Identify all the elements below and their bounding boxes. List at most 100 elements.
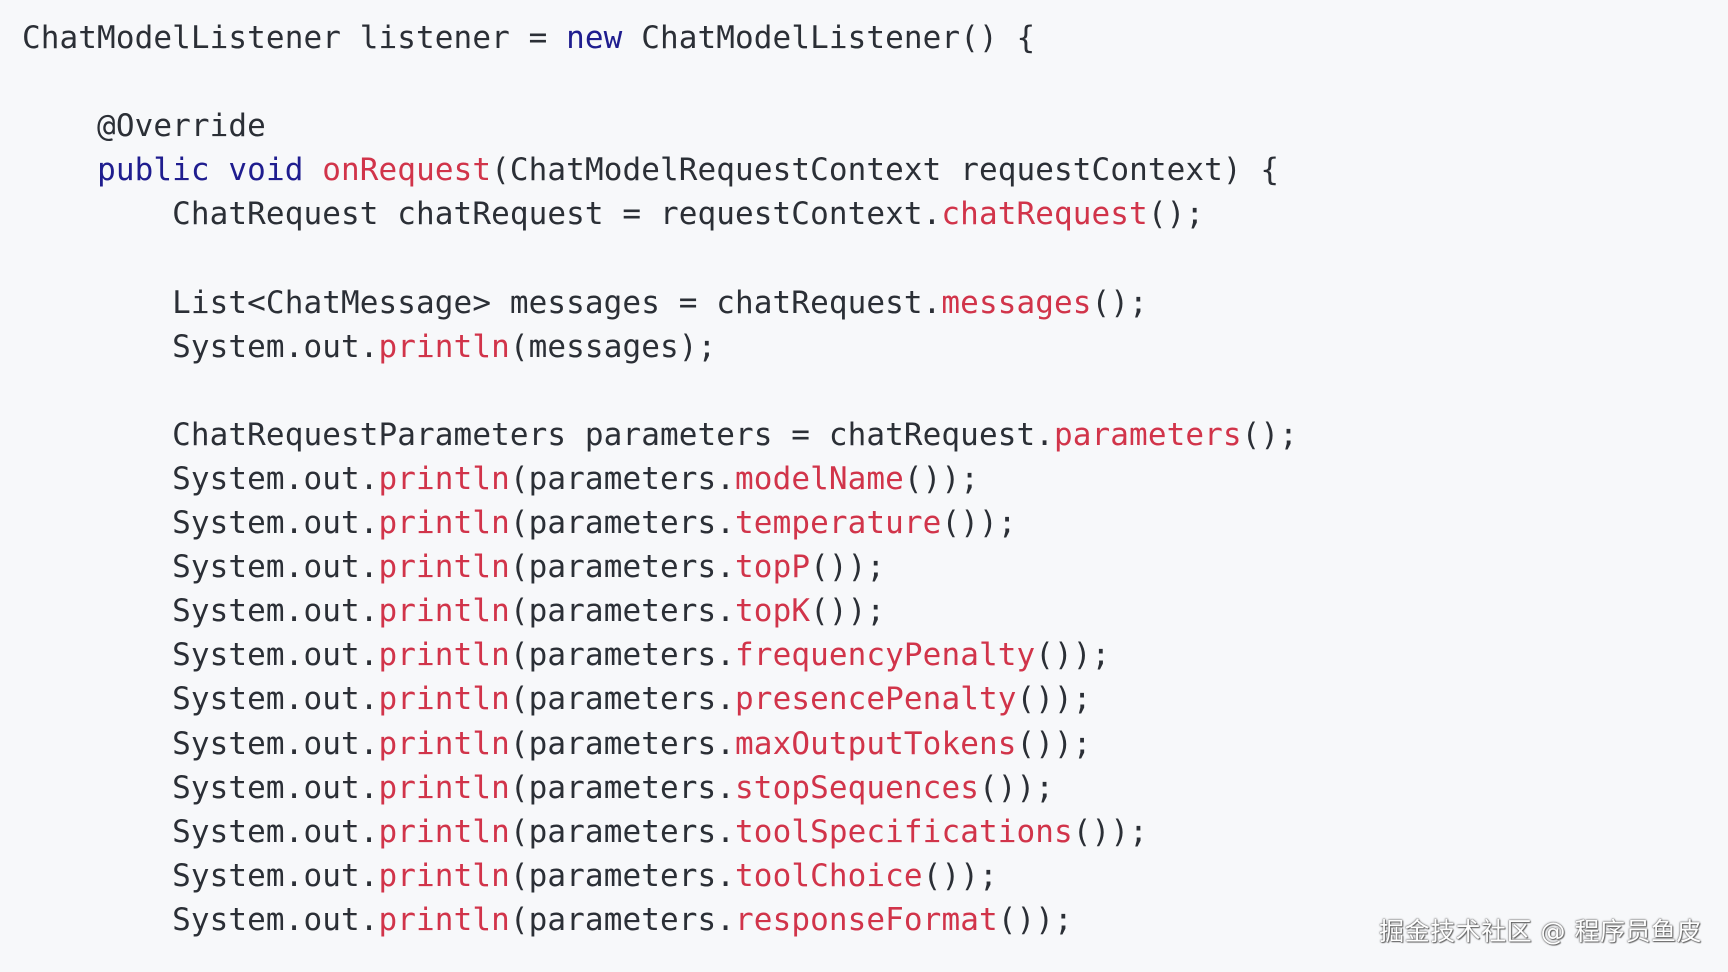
code-token-method: temperature [735, 505, 942, 542]
code-token-plain: ()); [1016, 681, 1092, 718]
code-token-method: chatRequest [941, 196, 1148, 233]
code-token-plain: (parameters. [509, 813, 736, 850]
code-token-plain: System.out. [22, 637, 379, 674]
code-token-plain: ()); [941, 505, 1017, 542]
code-token-plain: List<ChatMessage> messages = chatRequest… [22, 284, 942, 321]
code-token-method: println [378, 460, 510, 497]
code-token-plain: ()); [810, 549, 886, 586]
code-token-plain: ChatModelListener() { [622, 20, 1036, 56]
code-token-method: maxOutputTokens [735, 725, 1017, 762]
code-line: public void onRequest(ChatModelRequestCo… [22, 148, 1298, 192]
code-token-method: frequencyPenalty [735, 637, 1036, 674]
code-token-plain: (ChatModelRequestContext requestContext)… [491, 152, 1280, 189]
code-token-method: parameters [1054, 416, 1242, 453]
code-token-method: println [378, 769, 510, 806]
code-token-plain [22, 152, 97, 188]
code-token-plain: ChatRequest chatRequest = requestContext… [22, 196, 942, 233]
code-token-method: responseFormat [735, 901, 998, 938]
blank-code-line [22, 60, 1298, 104]
code-line: ChatRequest chatRequest = requestContext… [22, 192, 1298, 236]
code-token-plain: (parameters. [509, 769, 736, 806]
code-token-keyword: new [566, 20, 623, 56]
code-line: ChatModelListener listener = new ChatMod… [22, 16, 1298, 60]
code-token-method: println [378, 813, 510, 850]
code-token-method: modelName [735, 460, 904, 497]
code-line: System.out.println(parameters.topP()); [22, 545, 1298, 589]
code-token-method: println [378, 505, 510, 542]
code-token-method: stopSequences [735, 769, 979, 806]
code-token-plain: System.out. [22, 328, 379, 365]
code-token-plain: (parameters. [509, 549, 736, 586]
code-token-plain: (parameters. [509, 901, 736, 938]
code-token-plain: ()); [810, 593, 886, 630]
code-token-plain: (parameters. [509, 460, 736, 497]
code-token-keyword: public [97, 152, 210, 189]
code-token-method: onRequest [322, 152, 492, 189]
code-token-method: println [378, 901, 510, 938]
code-token-plain: (parameters. [509, 593, 736, 630]
code-token-method: topP [735, 549, 811, 586]
code-token-plain: System.out. [22, 460, 379, 497]
code-line: List<ChatMessage> messages = chatRequest… [22, 281, 1298, 325]
code-token-plain: (parameters. [509, 857, 736, 894]
code-token-plain: ()); [903, 460, 979, 497]
code-block[interactable]: ChatModelListener listener = new ChatMod… [22, 16, 1298, 942]
code-line: System.out.println(parameters.modelName(… [22, 457, 1298, 501]
code-token-plain: System.out. [22, 681, 379, 718]
code-line: System.out.println(parameters.presencePe… [22, 677, 1298, 721]
code-line: System.out.println(parameters.frequencyP… [22, 633, 1298, 677]
code-token-plain: ()); [997, 901, 1073, 938]
code-token-plain: System.out. [22, 901, 379, 938]
code-token-plain: System.out. [22, 769, 379, 806]
code-line: System.out.println(messages); [22, 325, 1298, 369]
code-token-method: toolSpecifications [735, 813, 1073, 850]
code-token-plain: (parameters. [509, 681, 736, 718]
code-token-plain: System.out. [22, 857, 379, 894]
code-token-plain: ()); [978, 769, 1055, 806]
code-token-plain: ()); [1035, 637, 1111, 674]
code-line: @Override [22, 104, 1298, 148]
code-token-keyword: void [228, 152, 304, 189]
code-token-plain: (); [1091, 284, 1148, 321]
code-token-method: println [378, 681, 510, 718]
code-token-plain: (parameters. [509, 637, 736, 674]
code-token-plain [210, 152, 229, 188]
code-token-plain: (); [1241, 416, 1298, 453]
code-token-method: println [378, 857, 510, 894]
code-token-method: topK [735, 593, 811, 630]
watermark: 掘金技术社区 @ 程序员鱼皮 [1379, 917, 1702, 946]
code-token-plain: System.out. [22, 593, 379, 630]
code-token-plain: System.out. [22, 505, 379, 542]
code-line: System.out.println(parameters.temperatur… [22, 501, 1298, 545]
code-token-plain: ()); [922, 857, 998, 894]
code-token-plain: (parameters. [509, 505, 736, 542]
code-token-method: toolChoice [735, 857, 923, 894]
code-token-method: println [378, 725, 510, 762]
blank-code-line [22, 369, 1298, 413]
code-token-plain: (); [1147, 196, 1205, 233]
code-token-plain: System.out. [22, 725, 379, 762]
code-token-plain: System.out. [22, 813, 379, 850]
code-token-plain: (messages); [509, 328, 717, 365]
code-token-method: presencePenalty [735, 681, 1017, 718]
code-token-method: println [378, 637, 510, 674]
code-token-plain: ()); [1016, 725, 1092, 762]
code-token-method: println [378, 593, 510, 630]
code-token-plain: @Override [22, 108, 266, 145]
blank-code-line [22, 236, 1298, 280]
code-line: System.out.println(parameters.maxOutputT… [22, 722, 1298, 766]
code-line: System.out.println(parameters.stopSequen… [22, 766, 1298, 810]
code-line: System.out.println(parameters.toolChoice… [22, 854, 1298, 898]
code-token-plain: ()); [1072, 813, 1148, 850]
code-token-plain [303, 152, 322, 188]
code-token-plain: (parameters. [509, 725, 736, 762]
code-line: System.out.println(parameters.topK()); [22, 589, 1298, 633]
code-token-method: println [378, 328, 510, 365]
code-token-method: println [378, 549, 510, 586]
code-line: ChatRequestParameters parameters = chatR… [22, 413, 1298, 457]
code-token-plain: System.out. [22, 549, 379, 586]
code-token-method: messages [941, 284, 1092, 321]
code-line: System.out.println(parameters.responseFo… [22, 898, 1298, 942]
code-line: System.out.println(parameters.toolSpecif… [22, 810, 1298, 854]
